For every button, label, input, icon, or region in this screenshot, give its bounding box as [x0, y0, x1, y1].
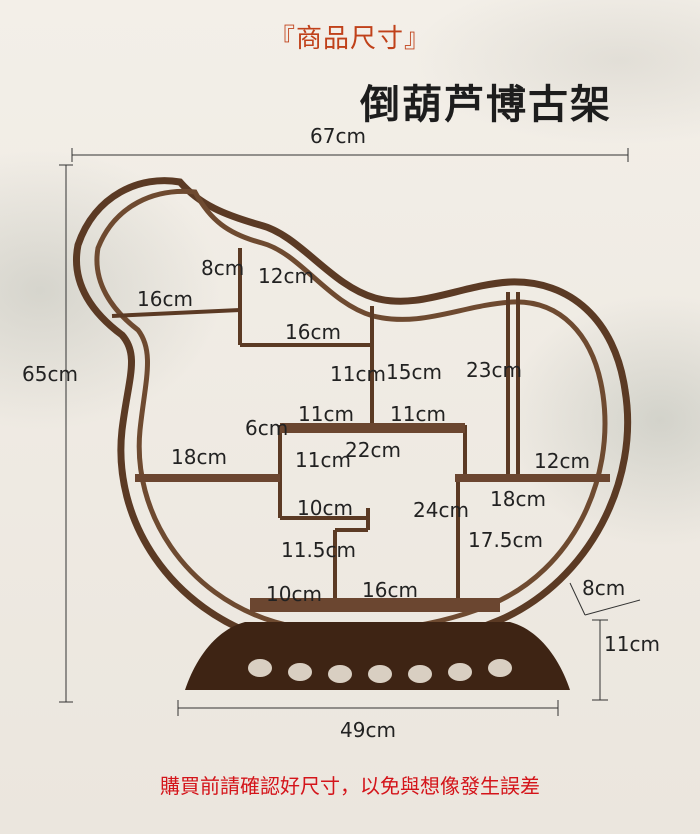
dim-mid-16: 16cm — [285, 320, 341, 344]
dim-width-top: 67cm — [310, 124, 366, 148]
dim-top-shelf: 16cm — [137, 287, 193, 311]
shelf-boards — [135, 423, 610, 612]
dim-v-17-5: 17.5cm — [468, 528, 544, 552]
dim-base-width: 49cm — [340, 718, 396, 742]
dim-base-depth: 8cm — [582, 576, 626, 600]
dim-bottom-16: 16cm — [362, 578, 418, 602]
dim-v-23: 23cm — [466, 358, 522, 382]
dim-v-6: 6cm — [245, 416, 289, 440]
dim-left-18: 18cm — [171, 445, 227, 469]
dim-gap-12: 12cm — [258, 264, 314, 288]
dim-v-24: 24cm — [413, 498, 469, 522]
dim-v-11-5: 11.5cm — [281, 538, 357, 562]
dim-inner-10: 10cm — [297, 496, 353, 520]
dim-height: 65cm — [22, 362, 78, 386]
dim-v-11-left: 11cm — [330, 362, 386, 386]
product-name: 倒葫芦博古架 — [360, 82, 612, 128]
dim-box-22: 22cm — [345, 438, 401, 462]
dim-right-18: 18cm — [490, 487, 546, 511]
footer-note: 購買前請確認好尺寸，以免與想像發生誤差 — [160, 774, 540, 798]
dim-v-15: 15cm — [386, 360, 442, 384]
dim-base-height: 11cm — [604, 632, 660, 656]
section-title: 『商品尺寸』 — [268, 24, 431, 54]
dim-right-12: 12cm — [534, 449, 590, 473]
dim-h-11-right: 11cm — [390, 402, 446, 426]
dim-h-11-left: 11cm — [298, 402, 354, 426]
dimension-lines — [59, 148, 641, 716]
dim-v-11-inner: 11cm — [295, 448, 351, 472]
carved-base — [185, 622, 570, 690]
dim-bottom-10: 10cm — [266, 582, 322, 606]
dim-gap-8: 8cm — [201, 256, 245, 280]
